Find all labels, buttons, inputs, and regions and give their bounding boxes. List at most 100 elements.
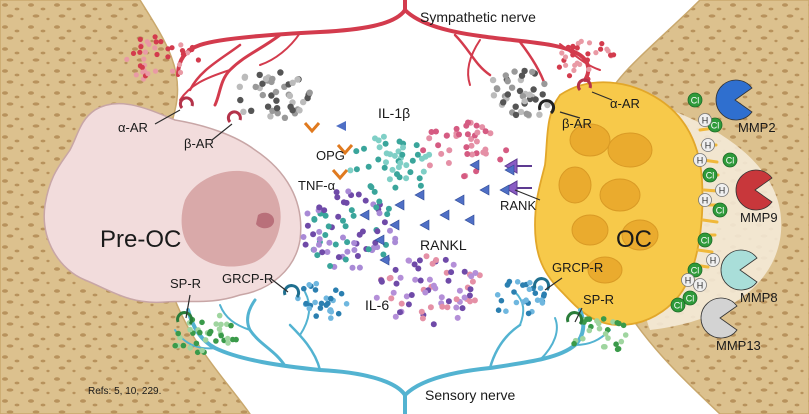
signal-dot [468,273,475,280]
signal-dot [427,304,434,311]
signal-dot [584,316,590,323]
signal-dot [195,57,201,63]
signal-dot [306,305,313,312]
signal-dot [465,119,471,126]
rankl-triangle [464,214,475,226]
mmp13-pacman [700,297,738,339]
signal-dot [419,315,426,322]
signal-dot [445,298,452,305]
signal-dot [464,131,471,138]
signal-dot [490,92,498,99]
il6-label: IL-6 [365,297,389,313]
chloride-ion-text: Cl [691,96,700,106]
signal-dot [420,147,427,154]
signal-dot [574,45,580,51]
chloride-ion-icon [697,232,713,248]
signal-dot [529,68,536,76]
signal-dot [303,300,309,307]
signal-dot [124,56,130,63]
pre-oc-nucleus [181,170,281,267]
signal-dot [613,341,619,348]
beta-ar-right-label: β-AR [562,116,592,131]
signal-dot [140,69,146,75]
signal-dot [342,256,349,263]
signal-dot [332,241,339,248]
mmp8-label: MMP8 [740,290,778,305]
signal-dot [586,40,593,46]
hydrogen-ion-icon [693,278,707,292]
signal-dot [380,133,387,140]
signal-dot [355,191,362,198]
signal-dot [383,159,389,166]
signal-dot [559,50,565,56]
signal-dot [459,305,466,312]
mmp9-label: MMP9 [740,210,778,225]
signal-dot [376,210,383,217]
signal-dot [494,292,501,298]
chloride-ion-icon [702,167,718,183]
signal-dot [495,307,502,314]
signal-dot [326,239,333,246]
signal-dot [520,282,526,288]
signal-dot [213,321,219,327]
rankl-triangle [454,194,465,206]
signal-dot [224,321,230,328]
signal-dot [541,80,548,88]
signal-dot [172,342,178,349]
signal-dot [433,257,440,263]
signal-dot [392,266,399,273]
signal-dot [295,295,301,302]
signal-dot [312,287,319,293]
opg-chevron-icon [303,121,354,181]
signal-dot [562,54,569,60]
mmp2-label: MMP2 [738,120,776,135]
signal-dot [602,331,609,337]
signal-dot [411,261,418,268]
signal-dot [416,257,423,264]
signal-dot [600,344,607,350]
signal-dot [325,223,332,230]
rankl-triangle [504,164,515,176]
il1b-label: IL-1β [378,105,410,121]
signal-dot [350,212,357,219]
signal-dot [395,164,402,171]
hydrogen-ion-icon [715,183,729,197]
signal-dot [391,152,398,159]
signal-dot [218,321,224,328]
signal-dot [508,84,516,91]
signal-dot [586,66,592,72]
refs-label: Refs: 5, 10, 229. [88,386,161,397]
signal-dot [304,222,311,229]
mmp9-pacman [735,169,773,211]
signal-dot [313,313,320,319]
signal-dot [599,41,605,47]
signal-dot [453,125,460,132]
signal-dot [539,300,546,306]
signal-dot [154,51,160,58]
grcp-r-left-label: GRCP-R [222,271,273,286]
signal-dot [202,337,209,343]
signal-dot [139,64,145,70]
signal-dot [319,249,326,256]
alpha-ar-right-label: α-AR [610,96,640,111]
signal-dot [316,204,323,211]
signal-dot [432,285,439,292]
signal-dot [345,188,352,195]
signal-dot [338,290,345,297]
signal-dot [468,136,475,142]
rankl-triangle [439,209,450,221]
signal-dot [403,162,410,169]
signal-dot [142,49,148,55]
signal-dot [620,322,627,329]
signal-dot [153,39,159,45]
chloride-ion-text: Cl [674,301,683,311]
signal-dot [328,315,334,321]
hydrogen-ion-text: H [702,196,709,206]
signal-dot [438,150,445,157]
signal-dot [593,50,599,56]
hydrogen-ion-icon [698,113,712,127]
signal-dot [565,44,571,50]
signal-dot [403,175,410,182]
signal-dot [414,151,421,158]
